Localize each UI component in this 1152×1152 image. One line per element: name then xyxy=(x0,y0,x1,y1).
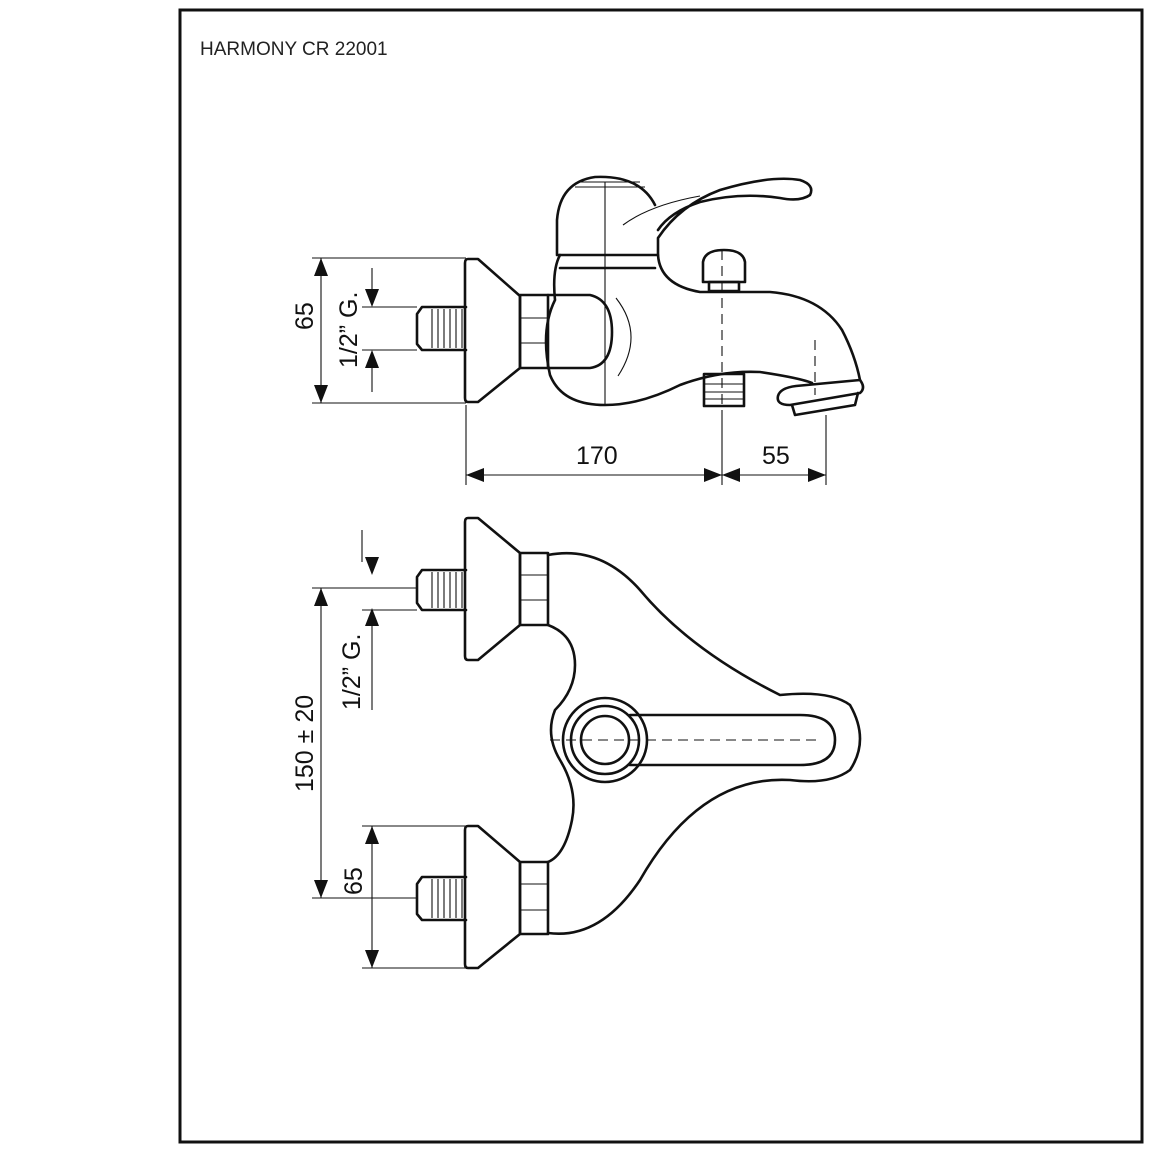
hex-nut xyxy=(518,293,550,370)
mixer-body xyxy=(546,551,862,936)
body-curve-detail xyxy=(615,297,632,377)
spout-55-label: 55 xyxy=(762,442,790,470)
side-view: 65 1/2” G. 170 55 xyxy=(291,175,865,485)
wall-flange xyxy=(463,257,522,404)
aerator xyxy=(776,378,865,417)
top-view: 150 ± 20 1/2” G. 65 xyxy=(291,516,862,970)
diverter-knob xyxy=(701,248,747,293)
length-170-label: 170 xyxy=(576,442,618,470)
thread-pipe xyxy=(415,305,468,352)
handle xyxy=(555,175,813,270)
center-distance-label: 150 ± 20 xyxy=(291,695,319,792)
drawing-frame xyxy=(178,8,1144,1144)
thread-label: 1/2” G. xyxy=(338,634,366,710)
shower-outlet xyxy=(702,372,746,408)
drawing-title: HARMONY CR 22001 xyxy=(200,39,388,60)
lever xyxy=(628,713,837,767)
height-65-label: 65 xyxy=(340,867,368,895)
thread-label: 1/2” G. xyxy=(335,292,363,368)
lower-inlet xyxy=(415,824,550,970)
mixer-body xyxy=(544,253,862,407)
height-65-label: 65 xyxy=(291,302,319,330)
upper-inlet xyxy=(415,516,550,662)
